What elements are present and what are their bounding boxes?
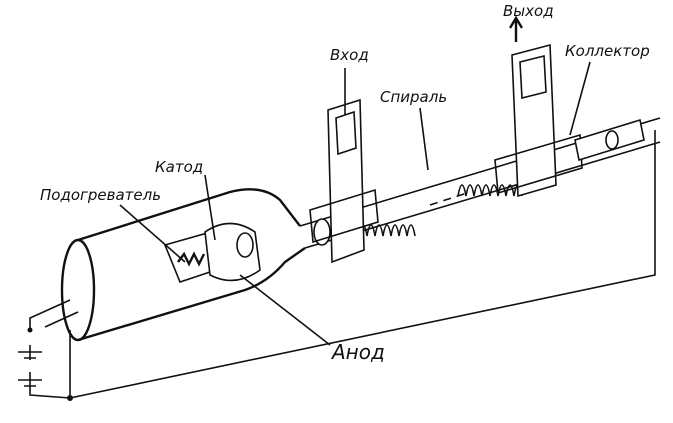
label-helix: Спираль bbox=[380, 88, 448, 106]
circuit-wires bbox=[18, 130, 656, 401]
heater-filament bbox=[177, 251, 206, 267]
label-input: Вход bbox=[330, 46, 369, 64]
output-coupler bbox=[494, 15, 583, 198]
label-collector: Коллектор bbox=[565, 42, 650, 60]
output-arrow-icon bbox=[508, 15, 524, 42]
leader-lines bbox=[119, 61, 591, 346]
label-output: Выход bbox=[503, 2, 554, 20]
glass-bulb bbox=[60, 188, 306, 342]
label-anode: Анод bbox=[332, 340, 385, 364]
collector bbox=[574, 118, 645, 162]
label-cathode: Катод bbox=[155, 158, 204, 176]
cathode-anode-assembly bbox=[163, 222, 261, 283]
junction-dot bbox=[67, 395, 73, 401]
label-heater: Подогреватель bbox=[40, 186, 162, 204]
input-coupler bbox=[309, 98, 379, 264]
